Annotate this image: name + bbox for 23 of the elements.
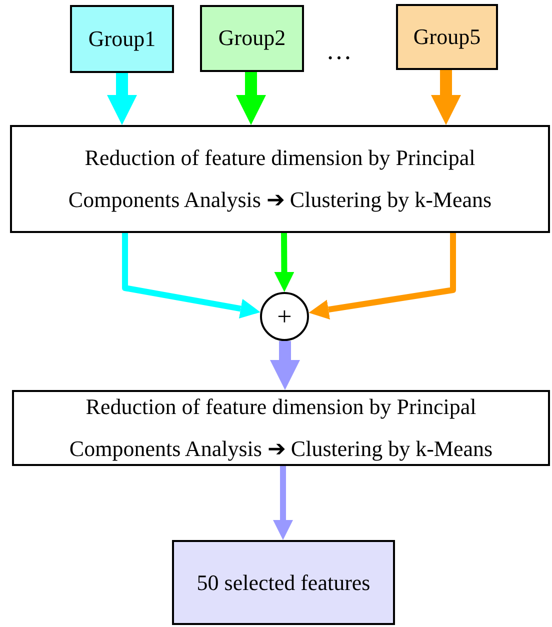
arrow: [273, 466, 293, 540]
node-text: +: [277, 300, 292, 332]
arrow: [107, 73, 137, 125]
arrow: [236, 72, 266, 125]
group-box: [200, 5, 304, 72]
group-box: [70, 5, 174, 73]
node-text: 50 selected features: [196, 568, 370, 597]
arrow: [122, 233, 260, 319]
output-box: [172, 540, 395, 625]
node-text: Group2: [218, 25, 286, 52]
node-text: Group5: [413, 24, 481, 50]
arrow: [270, 341, 300, 390]
node-text: Reduction of feature dimension by Principal Components Analysis ➔ Clustering by k-Means: [67, 144, 493, 214]
arrow: [431, 70, 461, 125]
group-box: [396, 4, 498, 70]
arrow: [274, 232, 294, 292]
process-box: [10, 125, 550, 233]
process-box: [12, 390, 550, 466]
ellipsis-text: …: [326, 36, 352, 66]
arrow: [308, 233, 456, 320]
node-text: Group1: [88, 26, 156, 52]
node-text: Reduction of feature dimension by Principal Components Analysis ➔ Clustering by k-Means: [68, 393, 494, 463]
sum-circle: [260, 292, 309, 341]
